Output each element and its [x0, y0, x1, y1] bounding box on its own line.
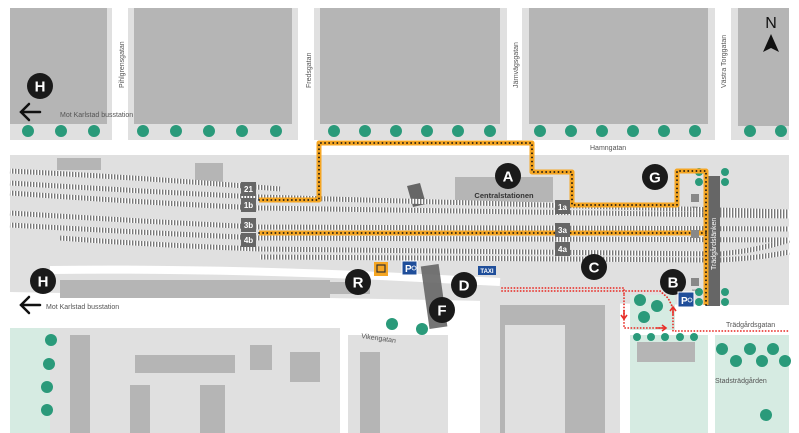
marker-g[interactable]: G	[642, 164, 668, 190]
street-vastra-torggatan: Västra Torggatan	[721, 35, 728, 88]
street-jarnvagsgatan: Järnvägsgatan	[513, 42, 520, 88]
platform-1a: 1a	[555, 200, 570, 214]
street-hamngatan: Hamngatan	[590, 145, 626, 152]
svg-text:1a: 1a	[558, 203, 567, 212]
svg-text:N: N	[765, 15, 777, 32]
platform-21: 21	[241, 182, 256, 196]
parking-accessible-icon: P	[677, 291, 695, 308]
svg-text:A: A	[503, 169, 514, 186]
svg-text:TAXI: TAXI	[480, 269, 494, 275]
marker-h-top[interactable]: H	[27, 73, 53, 99]
svg-text:Hiss: Hiss	[692, 205, 698, 209]
svg-text:P: P	[405, 264, 412, 275]
marker-b[interactable]: B	[660, 269, 686, 295]
route-arrows-icon	[620, 305, 677, 332]
svg-text:P: P	[681, 296, 688, 307]
bus-station-direction-top: Mot Karlstad busstation	[60, 112, 133, 119]
city-blocks-north	[10, 8, 789, 140]
bus-station-direction-bottom: Mot Karlstad busstation	[46, 304, 119, 311]
svg-text:F: F	[437, 303, 446, 320]
svg-text:H: H	[38, 274, 49, 291]
platform-3b: 3b	[241, 218, 256, 232]
platform-4a: 4a	[555, 242, 570, 256]
taxi-icon: TAXI	[478, 266, 496, 275]
svg-text:G: G	[649, 170, 661, 187]
platform-4b: 4b	[241, 233, 256, 247]
platform-badges: 21 1b 3b 4b 1a 3a 4a	[241, 182, 570, 256]
marker-a[interactable]: A	[495, 163, 521, 189]
street-vikengatan: Vikengatan	[361, 333, 397, 345]
city-blocks-south	[10, 280, 789, 433]
marker-h-bottom[interactable]: H	[30, 268, 56, 294]
svg-text:H: H	[35, 79, 46, 96]
street-fredsgatan: Fredsgatan	[306, 52, 313, 88]
north-arrow-icon: N	[763, 15, 779, 52]
svg-text:3a: 3a	[558, 226, 567, 235]
svg-text:Hiss: Hiss	[692, 288, 698, 292]
lift-icon: Hiss Hiss	[691, 194, 699, 292]
svg-text:21: 21	[244, 185, 253, 194]
street-pihlgrensgatan: Pihlgrensgatan	[119, 41, 126, 88]
walking-route	[501, 287, 790, 332]
accessible-route	[258, 140, 709, 306]
marker-c[interactable]: C	[581, 254, 607, 280]
street-tradgardsgatan: Trädgårdsgatan	[726, 321, 775, 329]
svg-text:B: B	[668, 275, 679, 292]
svg-text:R: R	[353, 275, 364, 292]
station-label: Centralstationen	[474, 191, 534, 200]
park-label: Stadsträdgården	[715, 377, 767, 385]
map-markers: H H A G C B D F R	[27, 73, 686, 323]
platform-3a: 3a	[555, 223, 570, 237]
svg-text:3b: 3b	[244, 221, 253, 230]
arrow-left-icon	[19, 102, 42, 315]
marker-f[interactable]: F	[429, 297, 455, 323]
svg-text:D: D	[459, 278, 470, 295]
tradgardslanken-bridge	[706, 176, 720, 306]
svg-text:1b: 1b	[244, 201, 253, 210]
tradgardslanken-label: Trädgårdslänken	[710, 218, 718, 270]
svg-text:C: C	[589, 260, 600, 277]
bus-icon	[374, 262, 388, 276]
svg-text:4b: 4b	[244, 236, 253, 245]
marker-d[interactable]: D	[451, 272, 477, 298]
parking-accessible-icon: P	[401, 260, 418, 276]
platform-1b: 1b	[241, 198, 256, 212]
svg-text:4a: 4a	[558, 245, 567, 254]
marker-r[interactable]: R	[345, 269, 371, 295]
